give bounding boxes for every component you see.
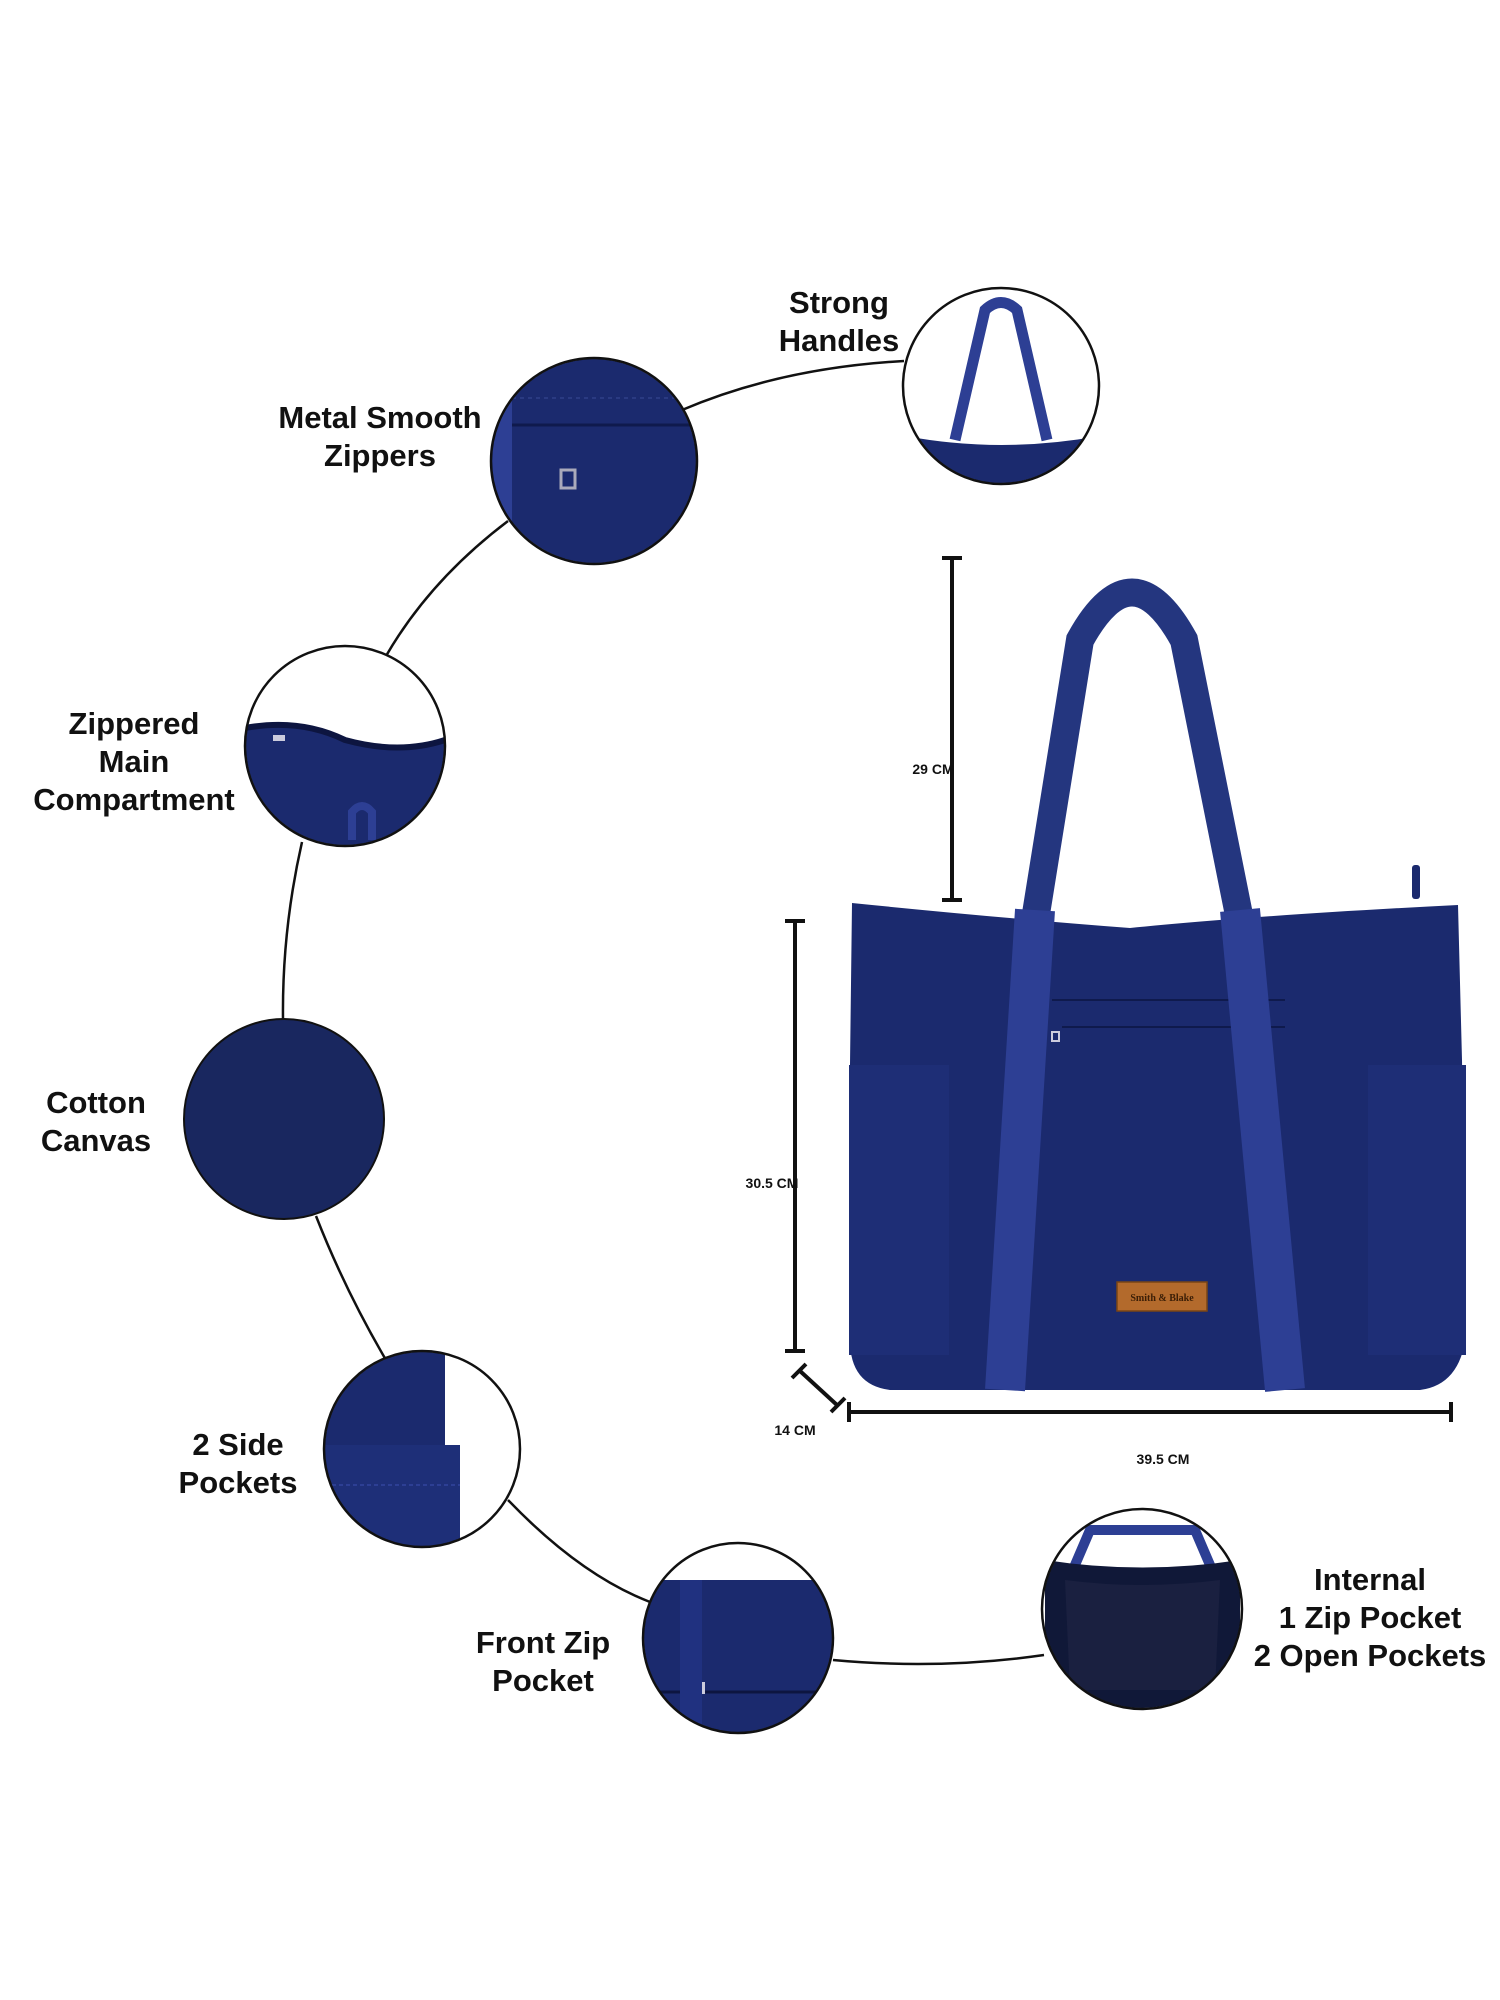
label-line: Zippered xyxy=(68,706,200,741)
label-line: 2 Open Pockets xyxy=(1253,1638,1487,1673)
label-line: Metal Smooth xyxy=(278,400,482,435)
label-line: Main xyxy=(98,744,170,779)
label-line: Zippers xyxy=(324,438,436,473)
label-zippered-main: Zippered Main Compartment xyxy=(33,705,235,819)
dim-height: 30.5 CM xyxy=(745,1175,799,1191)
dim-width: 39.5 CM xyxy=(1136,1451,1190,1467)
dim-depth: 14 CM xyxy=(774,1422,816,1438)
brand-patch: Smith & Blake xyxy=(1116,1281,1208,1312)
label-line: Internal xyxy=(1314,1562,1426,1597)
tote-bag-image: Smith & Blake xyxy=(849,578,1466,1392)
label-front-zip: Front Zip Pocket xyxy=(476,1624,610,1700)
connector-arc xyxy=(281,359,1045,1666)
label-strong-handles: Strong Handles xyxy=(779,284,900,360)
label-line: Strong xyxy=(789,285,889,320)
label-line: 1 Zip Pocket xyxy=(1278,1600,1462,1635)
metal-zippers-image xyxy=(489,356,699,566)
front-zip-pocket-image xyxy=(641,1541,835,1735)
label-line: Pockets xyxy=(178,1465,298,1500)
strong-handles-image xyxy=(901,286,1101,486)
label-line: Front Zip xyxy=(475,1625,611,1660)
side-pockets-image xyxy=(322,1349,522,1549)
label-line: Pocket xyxy=(492,1663,594,1698)
label-cotton-canvas: Cotton Canvas xyxy=(41,1084,151,1160)
label-internal: Internal 1 Zip Pocket 2 Open Pockets xyxy=(1254,1561,1487,1675)
label-side-pockets: 2 Side Pockets xyxy=(179,1426,298,1502)
label-line: Cotton xyxy=(46,1085,146,1120)
cotton-canvas-image xyxy=(183,1018,385,1220)
label-line: Compartment xyxy=(33,782,235,817)
label-line: Handles xyxy=(778,323,900,358)
label-metal-zippers: Metal Smooth Zippers xyxy=(278,399,481,475)
zippered-main-compartment-image xyxy=(243,644,447,848)
dimension-lines xyxy=(785,556,1453,1422)
label-line: Canvas xyxy=(40,1123,152,1158)
brand-patch-text: Smith & Blake xyxy=(1130,1293,1194,1304)
internal-pockets-image xyxy=(1040,1507,1244,1711)
dim-handle-drop: 29 CM xyxy=(912,761,954,777)
label-line: 2 Side xyxy=(192,1427,284,1462)
